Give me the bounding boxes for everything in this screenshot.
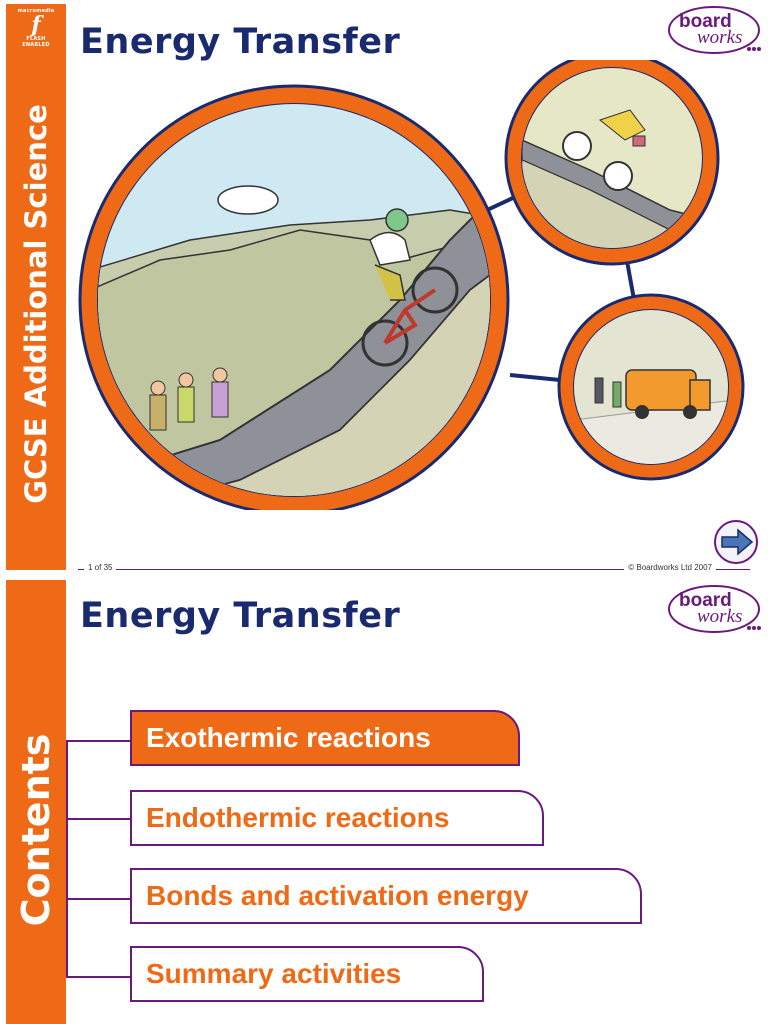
page-title: Energy Transfer <box>80 22 401 62</box>
sidebar-title: Contents <box>14 733 58 927</box>
menu-connector <box>66 740 68 976</box>
sidebar-title: GCSE Additional Science <box>19 104 53 504</box>
logo-works: works <box>697 606 743 627</box>
menu-item-exothermic[interactable]: Exothermic reactions <box>130 710 520 766</box>
menu-item-label: Summary activities <box>146 958 402 989</box>
menu-item-bonds-activation[interactable]: Bonds and activation energy <box>130 868 642 924</box>
menu-item-label: Bonds and activation energy <box>146 880 529 911</box>
sidebar: GCSE Additional Science <box>6 4 66 570</box>
menu-connector <box>66 898 130 900</box>
menu-item-label: Exothermic reactions <box>146 722 431 753</box>
cyclist-illustration <box>78 60 745 510</box>
logo-ellipse <box>668 585 761 633</box>
menu-connector <box>66 818 130 820</box>
boardworks-logo[interactable]: board works <box>667 5 761 55</box>
logo-board: board <box>679 11 732 32</box>
page-title: Energy Transfer <box>80 596 401 636</box>
logo-ellipse <box>668 6 761 54</box>
menu-connector <box>66 976 130 978</box>
copyright: © Boardworks Ltd 2007 <box>624 563 716 572</box>
flash-icon: f <box>31 12 41 38</box>
flash-badge-top: macromedia <box>17 8 55 14</box>
page-counter: 1 of 35 <box>84 563 117 572</box>
title-slide: GCSE Additional Science macromedia f FLA… <box>6 4 761 572</box>
footer-divider <box>78 569 750 570</box>
contents-slide: Contents Energy Transfer board works Exo… <box>0 576 768 1024</box>
boardworks-logo[interactable]: board works <box>667 584 761 634</box>
menu-connector <box>66 740 130 742</box>
sidebar: Contents <box>6 580 66 1024</box>
logo-works: works <box>697 27 743 48</box>
menu-item-endothermic[interactable]: Endothermic reactions <box>130 790 544 846</box>
next-slide-button[interactable] <box>712 518 760 566</box>
menu-item-label: Endothermic reactions <box>146 802 450 833</box>
flash-badge-bot: ENABLED <box>22 42 50 48</box>
flash-badge-mid: FLASH <box>26 36 46 42</box>
menu-item-summary[interactable]: Summary activities <box>130 946 484 1002</box>
arrow-right-icon <box>714 520 758 564</box>
flash-badge: macromedia f FLASH ENABLED <box>10 8 62 54</box>
logo-board: board <box>679 590 732 611</box>
